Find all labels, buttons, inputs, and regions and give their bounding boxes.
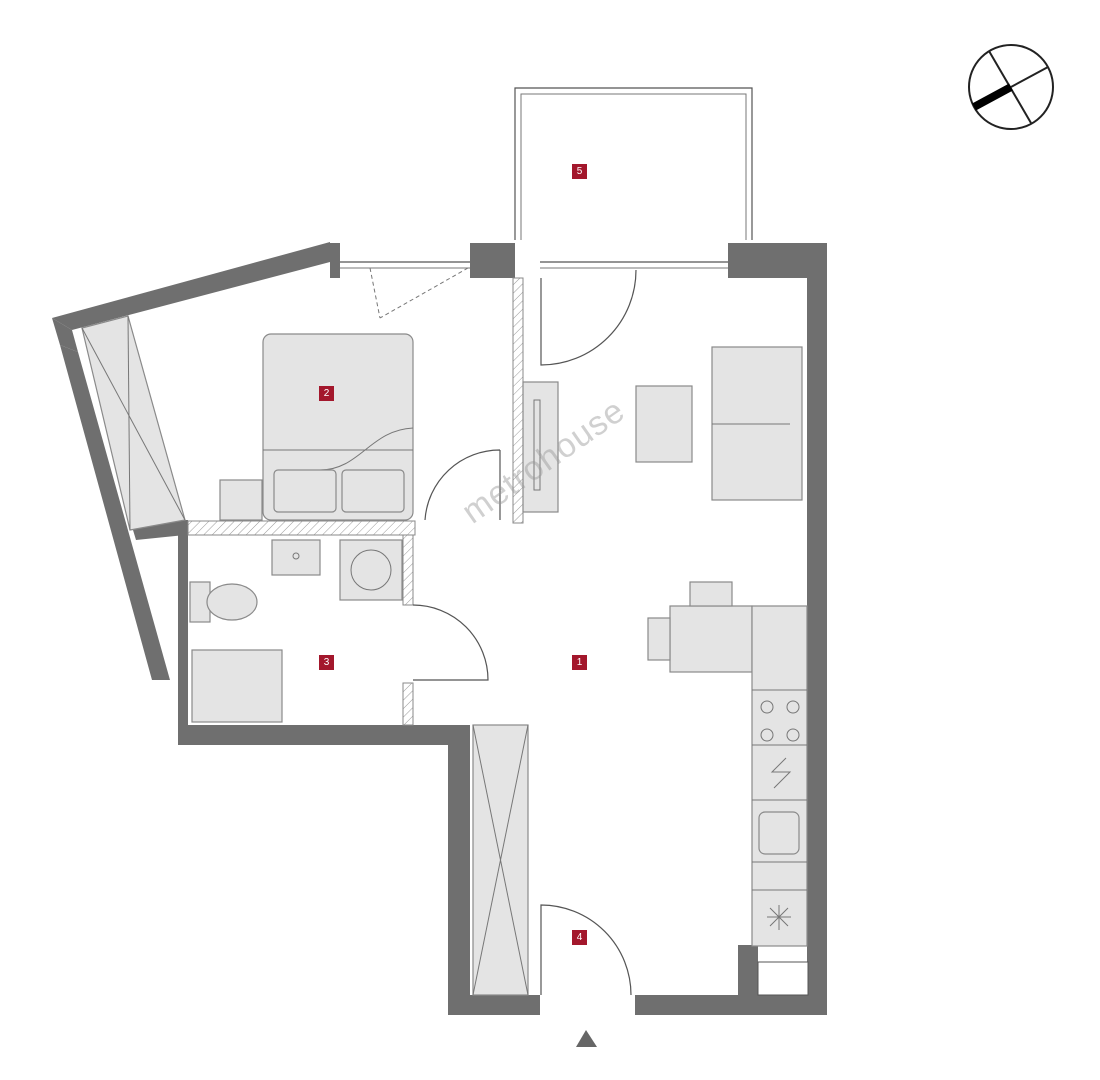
washing-machine	[339, 539, 403, 601]
compass-icon	[968, 44, 1054, 130]
kitchen-counter	[751, 605, 808, 947]
balcony	[514, 87, 753, 240]
pillow	[273, 469, 337, 513]
walls	[52, 242, 827, 1015]
dining-table	[669, 605, 753, 673]
windows	[81, 261, 728, 531]
room-2-badge: 2	[319, 386, 334, 401]
doors	[369, 267, 637, 996]
kitchen-sink	[758, 811, 800, 855]
room-3-badge: 3	[319, 655, 334, 670]
coffee-table	[635, 385, 693, 463]
shower	[191, 649, 283, 723]
nightstand	[219, 479, 263, 521]
room-1-badge: 1	[572, 655, 587, 670]
pillow	[341, 469, 405, 513]
entrance-arrow-icon	[576, 1030, 597, 1047]
bathroom-sink	[271, 539, 321, 576]
room-5-badge: 5	[572, 164, 587, 179]
furniture	[189, 333, 808, 996]
room-4-badge: 4	[572, 930, 587, 945]
partitions	[187, 277, 524, 726]
